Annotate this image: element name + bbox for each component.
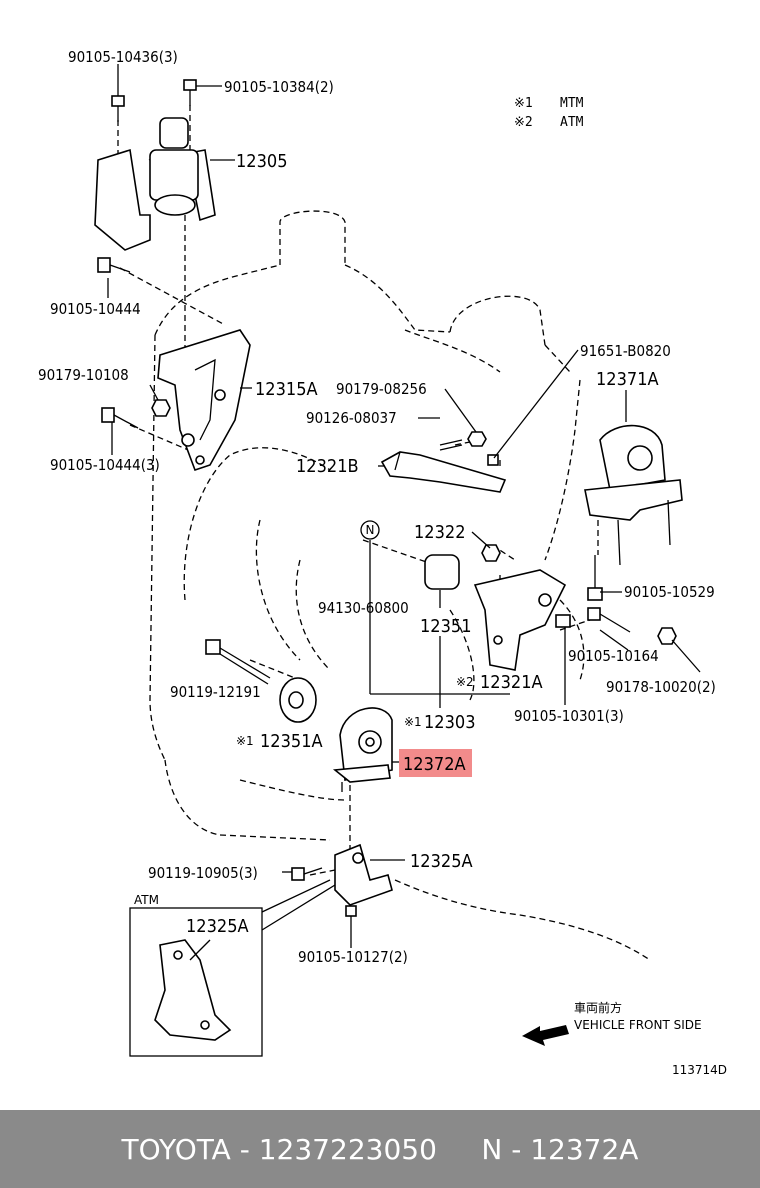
label-12372A: 12372A bbox=[403, 754, 466, 775]
label-12351: 12351 bbox=[420, 616, 472, 637]
label-90105-10529: 90105-10529 bbox=[624, 583, 715, 601]
label-90105-10436: 90105-10436(3) bbox=[68, 48, 178, 66]
bracket-12315A bbox=[157, 329, 251, 472]
footer-bar: TOYOTA - 1237223050 N - 12372A bbox=[0, 1110, 760, 1188]
label-91651-B0820: 91651-B0820 bbox=[580, 342, 671, 360]
engine-mount-12371A bbox=[584, 424, 683, 566]
label-front-en: VEHICLE FRONT SIDE bbox=[574, 1018, 702, 1032]
label-12325A: 12325A bbox=[410, 851, 473, 872]
callout-labels: 90105-10436(3) 90105-10384(2) 12305 9010… bbox=[38, 48, 727, 1077]
bolt-90105-10444-3 bbox=[101, 407, 139, 429]
engine-mount-12305 bbox=[94, 117, 216, 251]
leader-lines bbox=[107, 64, 701, 961]
highlight-box-12372A bbox=[399, 749, 472, 777]
note1-text: MTM bbox=[560, 96, 584, 111]
notes-legend: ※1 MTM ※2 ATM bbox=[514, 96, 584, 130]
atm-inset bbox=[129, 879, 336, 1057]
engine-outline bbox=[149, 210, 651, 961]
label-94130-60800: 94130-60800 bbox=[318, 599, 409, 617]
bolt-90105-10301 bbox=[555, 614, 571, 628]
bolt-90105-10164 bbox=[587, 607, 631, 633]
label-12321A-mark: ※2 bbox=[456, 675, 474, 689]
nut-90179-08256 bbox=[467, 431, 487, 447]
label-12351A: 12351A bbox=[260, 731, 323, 752]
label-atm-inset: ATM bbox=[134, 893, 159, 907]
label-90105-10164: 90105-10164 bbox=[568, 647, 659, 665]
note2-mark: ※2 bbox=[514, 115, 533, 130]
label-90105-10384: 90105-10384(2) bbox=[224, 78, 334, 96]
bolt-90105-10529 bbox=[587, 555, 603, 601]
label-90105-10444: 90105-10444 bbox=[50, 300, 141, 318]
stud-90126-08037 bbox=[439, 439, 463, 451]
label-90119-10905: 90119-10905(3) bbox=[148, 864, 258, 882]
bolt-90119-12191 bbox=[205, 639, 271, 685]
label-circle-n: N bbox=[366, 523, 375, 537]
label-12321B: 12321B bbox=[296, 456, 359, 477]
label-front-jp: 車両前方 bbox=[574, 1000, 622, 1015]
assembly-lines bbox=[117, 105, 599, 915]
label-90105-10301: 90105-10301(3) bbox=[514, 707, 624, 725]
engine-mount-12372A bbox=[332, 707, 393, 792]
footer-part-number: TOYOTA - 1237223050 N - 12372A bbox=[121, 1132, 639, 1166]
label-12303-mark: ※1 bbox=[404, 715, 422, 729]
nut-90178-10020 bbox=[657, 627, 677, 645]
note2-text: ATM bbox=[560, 115, 584, 130]
label-90126-08037: 90126-08037 bbox=[306, 409, 397, 427]
label-90179-10108: 90179-10108 bbox=[38, 366, 129, 384]
label-90119-12191: 90119-12191 bbox=[170, 683, 261, 701]
label-12325A-atm: 12325A bbox=[186, 916, 249, 937]
nut-12322 bbox=[481, 544, 501, 562]
label-12321A: 12321A bbox=[480, 672, 543, 693]
label-90105-10444-3: 90105-10444(3) bbox=[50, 456, 160, 474]
bushing-12351 bbox=[424, 554, 460, 590]
bolt-90105-10127 bbox=[345, 905, 357, 932]
label-12303: 12303 bbox=[424, 712, 476, 733]
note1-mark: ※1 bbox=[514, 96, 533, 111]
bolt-90105-10436 bbox=[111, 95, 125, 122]
label-12322: 12322 bbox=[414, 522, 466, 543]
bolt-90105-10384 bbox=[183, 79, 197, 106]
label-90178-10020: 90178-10020(2) bbox=[606, 678, 716, 696]
label-12305: 12305 bbox=[236, 151, 288, 172]
label-90179-08256: 90179-08256 bbox=[336, 380, 427, 398]
bushing-12351A bbox=[279, 677, 317, 723]
engine-mount-diagram: 90105-10436(3) 90105-10384(2) 12305 9010… bbox=[38, 48, 727, 1077]
bolt-91651-B0820 bbox=[487, 454, 499, 466]
bracket-12321A bbox=[473, 569, 567, 671]
label-90105-10127: 90105-10127(2) bbox=[298, 948, 408, 966]
bracket-12321B bbox=[380, 451, 507, 493]
figure-number: 113714D bbox=[672, 1063, 727, 1077]
bracket-12325A bbox=[334, 843, 393, 906]
label-12371A: 12371A bbox=[596, 369, 659, 390]
bolt-90105-10444-top bbox=[97, 257, 131, 273]
label-12315A: 12315A bbox=[255, 379, 318, 400]
label-12351A-mark: ※1 bbox=[236, 734, 254, 748]
note-circle-n bbox=[360, 520, 380, 540]
nut-90179-10108 bbox=[151, 399, 171, 417]
vehicle-front-arrow-icon bbox=[522, 1025, 569, 1046]
bolt-90119-10905 bbox=[291, 867, 323, 881]
